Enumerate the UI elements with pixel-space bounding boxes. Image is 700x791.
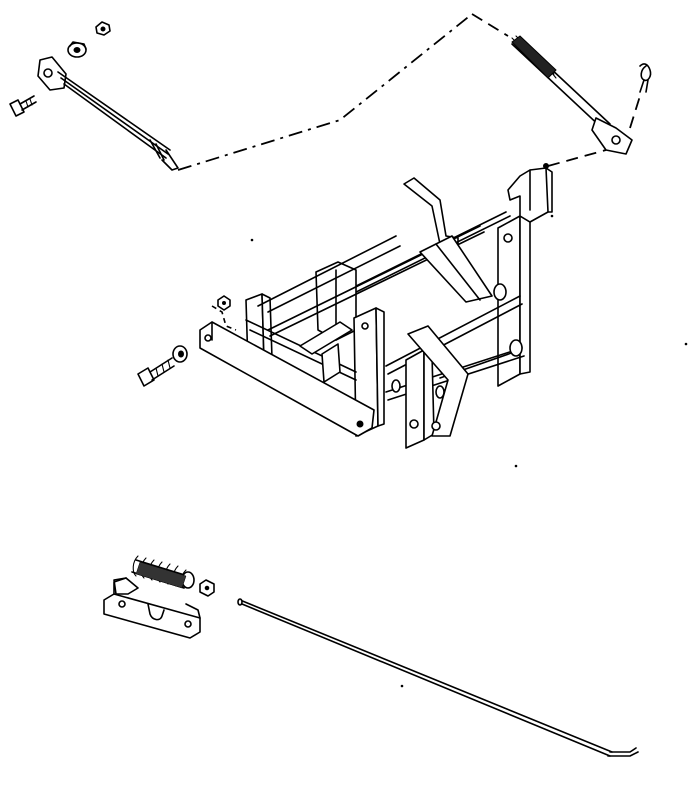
scan-specks (250, 214, 688, 688)
cotter-pin-icon (639, 63, 652, 93)
leader-lines (177, 13, 641, 331)
left-link-rod-icon (9, 21, 179, 171)
nut-icon (95, 21, 111, 36)
pivot-bolt-icon (137, 345, 188, 387)
frame-nut-icon (217, 295, 231, 311)
bracket-icon (103, 577, 201, 639)
washer-icon (67, 41, 87, 58)
bolt-icon (9, 95, 37, 117)
long-rod-icon (237, 598, 639, 757)
main-frame-assembly-icon (199, 163, 553, 449)
spring-icon (131, 555, 215, 597)
right-threaded-rod-icon (511, 35, 633, 155)
